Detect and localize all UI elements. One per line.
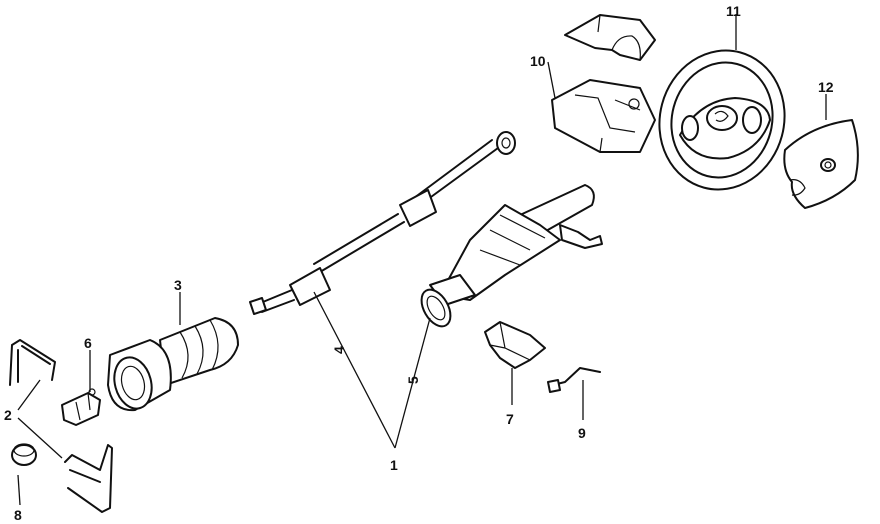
wire-harness — [547, 367, 601, 393]
callout-4: 4 — [331, 346, 347, 354]
steering-column — [420, 184, 603, 328]
mounting-bracket — [484, 321, 546, 369]
callout-5: 5 — [405, 376, 421, 384]
column-shroud — [551, 14, 656, 153]
airbag-module — [783, 119, 859, 209]
callout-3: 3 — [174, 277, 182, 293]
callout-7: 7 — [506, 411, 514, 427]
callout-1: 1 — [390, 457, 398, 473]
clamp-brackets — [9, 339, 113, 513]
callout-12: 12 — [818, 79, 834, 95]
callout-11: 11 — [726, 3, 741, 19]
callout-6: 6 — [84, 335, 92, 351]
callout-8: 8 — [14, 507, 22, 523]
leader-lines — [17, 14, 827, 506]
switch-connector — [61, 388, 101, 426]
callout-10: 10 — [530, 53, 546, 69]
column-boot — [107, 317, 239, 412]
callout-2: 2 — [4, 407, 12, 423]
steering-wheel — [658, 49, 786, 191]
bushing — [11, 443, 37, 466]
callouts: 1 2 3 4 5 6 7 8 9 10 11 12 — [4, 3, 834, 523]
callout-9: 9 — [578, 425, 586, 441]
steering-shaft — [249, 131, 516, 315]
